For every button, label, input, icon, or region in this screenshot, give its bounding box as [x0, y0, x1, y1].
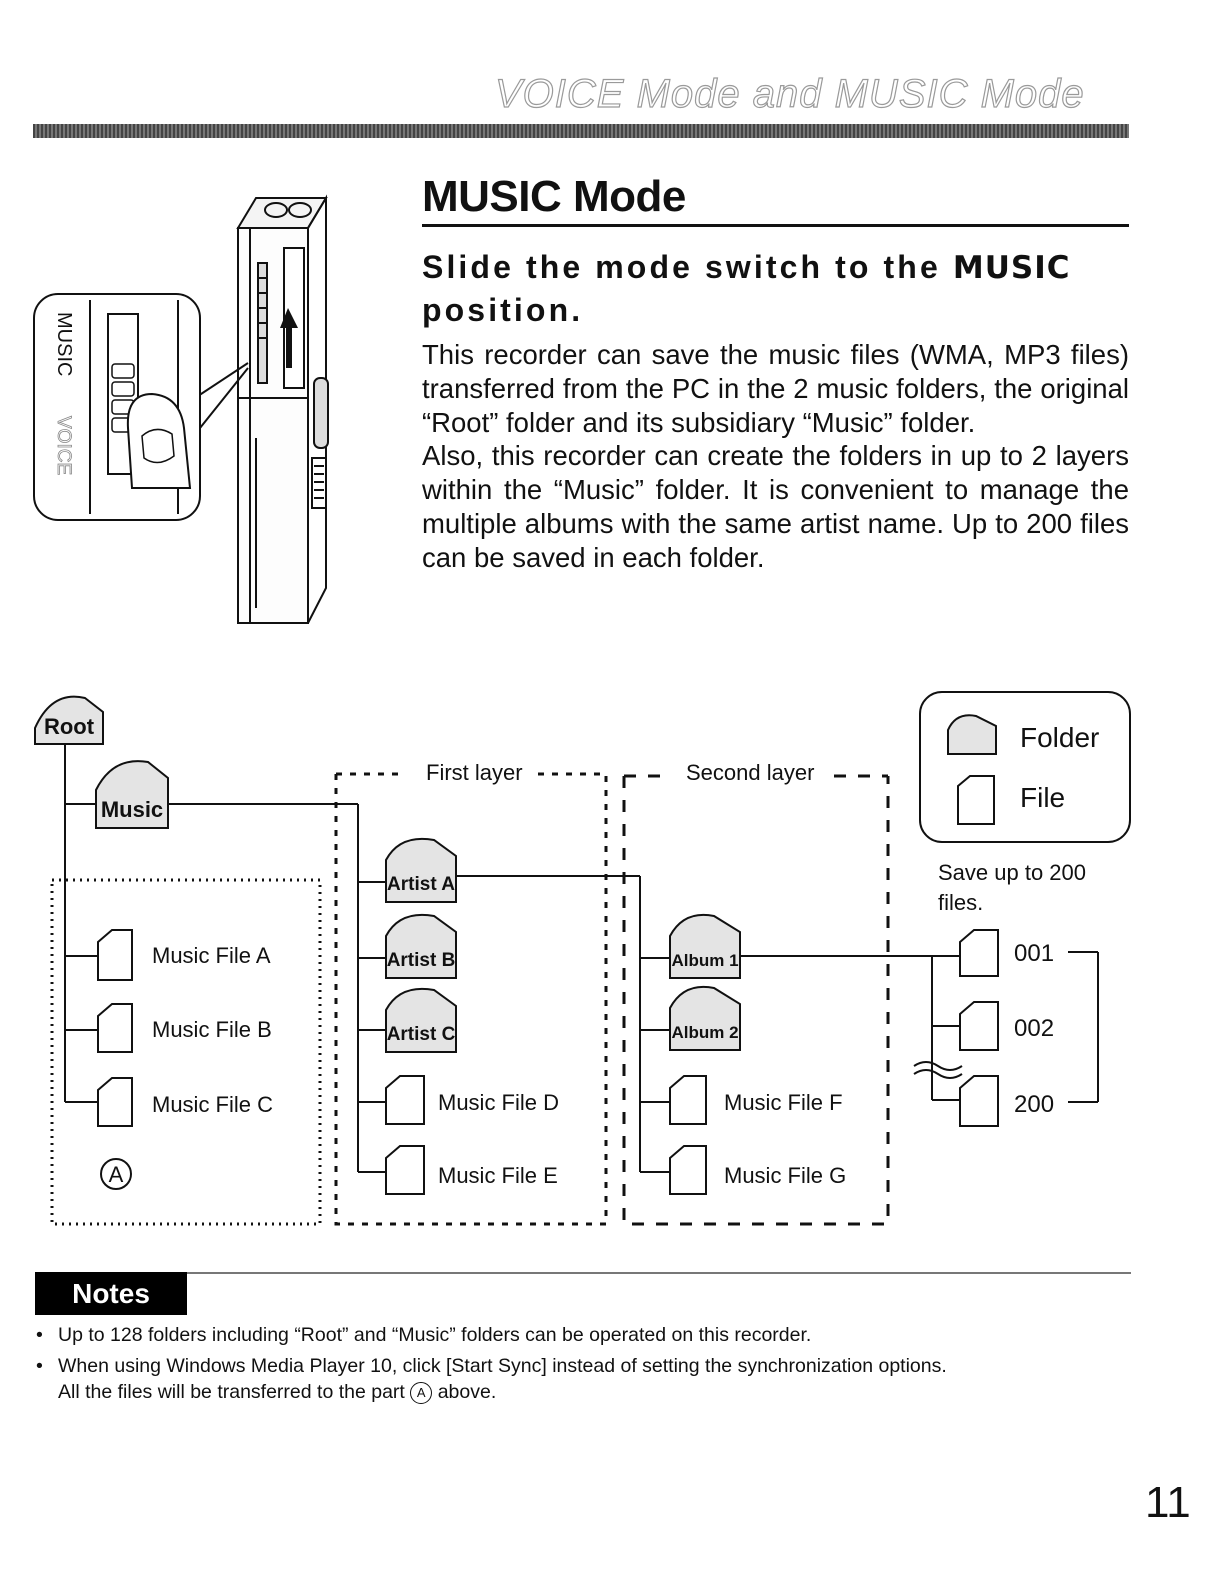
numbered-file-label: 002	[1014, 1015, 1055, 1042]
legend-file-label: File	[1020, 782, 1066, 813]
first-layer-label: First layer	[426, 760, 523, 785]
numbered-file-label: 001	[1014, 940, 1055, 967]
artist-folder-label: Artist C	[387, 1024, 456, 1045]
second-layer-label: Second layer	[686, 760, 815, 785]
paragraph: This recorder can save the music files (…	[422, 339, 1129, 438]
instruction: Slide the mode switch to the MUSIC posit…	[422, 246, 1129, 331]
file-label: Music File D	[438, 1090, 560, 1115]
album-folder-label: Album 2	[671, 1023, 738, 1042]
file-icon	[957, 775, 995, 825]
note-item: Up to 128 folders including “Root” and “…	[34, 1322, 1144, 1348]
note-text: When using Windows Media Player 10, clic…	[58, 1355, 947, 1377]
file-label: Music File C	[152, 1092, 274, 1117]
note-item: When using Windows Media Player 10, clic…	[34, 1353, 1144, 1405]
switch-label-voice: VOICE	[53, 416, 74, 475]
instruction-prefix: Slide the mode switch to the	[422, 249, 941, 285]
file-label: Music File B	[152, 1017, 272, 1042]
note-text: above.	[437, 1381, 497, 1403]
area-marker-inline: A	[410, 1382, 433, 1404]
note-text: Up to 128 folders including “Root” and “…	[58, 1324, 812, 1346]
folder-diagram: Root Music Artist A Artist B Artist C Al…	[34, 691, 1131, 1226]
file-label: Music File A	[152, 943, 271, 968]
switch-label-music: MUSIC	[53, 312, 75, 376]
artist-folder-label: Artist A	[387, 874, 455, 895]
instruction-suffix: position.	[422, 292, 584, 328]
root-folder-label: Root	[44, 714, 95, 739]
page-number: 11	[1145, 1478, 1191, 1527]
album-folder-label: Album 1	[671, 951, 738, 970]
legend-folder-label: Folder	[1020, 722, 1100, 753]
instruction-strong: MUSIC	[952, 250, 1071, 286]
device-illustration: MUSIC VOICE	[33, 194, 329, 624]
section-title: MUSIC Mode	[422, 172, 686, 221]
note-text: All the files will be transferred to the…	[58, 1381, 405, 1403]
notes-heading: Notes	[35, 1272, 187, 1315]
area-marker: A	[109, 1162, 124, 1187]
music-folder-label: Music	[101, 797, 163, 822]
artist-folder-label: Artist B	[387, 950, 456, 971]
folder-icon	[947, 714, 997, 755]
paragraph: Also, this recorder can create the folde…	[422, 440, 1129, 573]
file-label: Music File F	[724, 1090, 843, 1115]
notes-rule	[187, 1272, 1131, 1274]
save-note: Save up to 200 files.	[938, 860, 1087, 915]
file-label: Music File G	[724, 1163, 847, 1188]
file-label: Music File E	[438, 1163, 558, 1188]
title-rule	[422, 224, 1129, 227]
notes-list: Up to 128 folders including “Root” and “…	[34, 1322, 1144, 1410]
numbered-file-label: 200	[1014, 1091, 1055, 1118]
body-text: This recorder can save the music files (…	[422, 338, 1129, 575]
header-band	[33, 124, 1129, 138]
running-title: VOICE Mode and MUSIC Mode	[494, 71, 1085, 116]
